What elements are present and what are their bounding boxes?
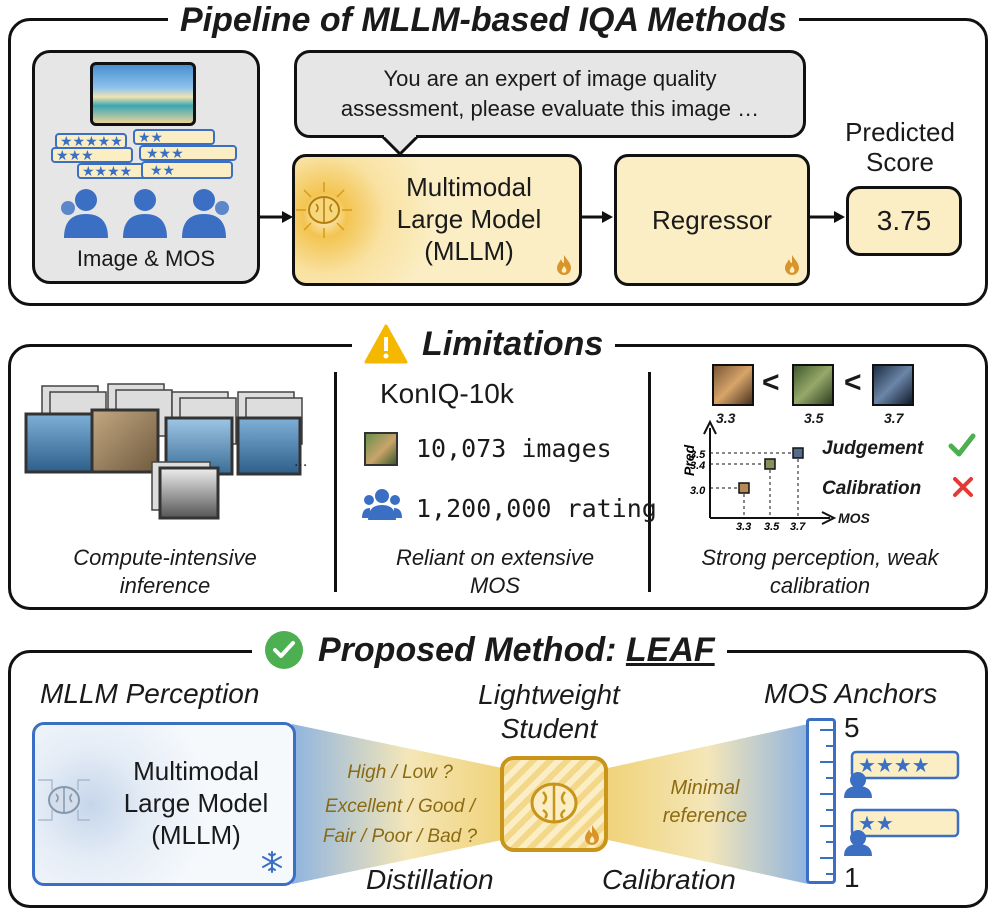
arrow-mllm-regressor: [582, 211, 613, 223]
xtick-1: 3.3: [736, 521, 751, 533]
anchor-rating-high: ★★★★: [844, 750, 960, 798]
users-icon: [362, 489, 402, 520]
images-count: 10,073 images: [416, 434, 612, 463]
regressor-box[interactable]: Regressor: [614, 154, 810, 286]
anchor-rating-low: ★★: [844, 808, 960, 856]
question-2: Excellent / Good /: [325, 796, 475, 817]
judgement-label: Judgement: [822, 438, 924, 459]
dataset-name: KonIQ-10k: [380, 378, 514, 409]
calibration-plot: Pred 3.5 3.4 3.0 3.3 3.5 3.7: [681, 419, 837, 533]
plot-point: [764, 458, 776, 470]
student-brain-icon: [530, 782, 578, 824]
svg-text:★★: ★★: [150, 163, 175, 179]
order-thumb-3: [872, 364, 914, 406]
input-label: Image & MOS: [76, 246, 216, 271]
col1-caption: Compute-intensive inference: [73, 545, 257, 598]
order-thumb-1: [712, 364, 754, 406]
bubble-tail: [380, 134, 420, 157]
student-label: Lightweight Student: [478, 679, 620, 744]
brain-circuit-icon: [38, 779, 90, 821]
score-value: 3.75: [876, 205, 932, 236]
arrow-input-mllm: [260, 211, 293, 223]
plot-point: [792, 447, 804, 459]
ytick-2: 3.4: [690, 460, 705, 472]
flame-icon: [557, 255, 571, 275]
prompt-bubble: You are an expert of image quality asses…: [294, 50, 806, 138]
col2-caption: Reliant on extensive MOS: [395, 545, 595, 598]
flame-icon-2: [785, 255, 799, 275]
prompt-text: You are an expert of image quality asses…: [340, 66, 760, 121]
anchor-bottom: 1: [844, 862, 860, 893]
order-thumb-2: [792, 364, 834, 406]
proposed-title: Proposed Method:: [318, 630, 626, 669]
check-circle-icon: [265, 631, 303, 669]
cross-icon: [953, 477, 973, 497]
leaf-name: LEAF: [625, 630, 715, 669]
xtick-3: 3.7: [790, 521, 806, 533]
ruler-ticks: [820, 729, 834, 875]
mllm-perception: MLLM Perception: [40, 678, 260, 709]
divider-2: [648, 372, 651, 592]
mllm-box[interactable]: [292, 154, 582, 286]
limitations-title: Limitations: [422, 324, 604, 363]
mllm-label: Multimodal Large Model (MLLM): [396, 172, 542, 266]
regressor-label: Regressor: [652, 205, 772, 235]
warning-icon: [364, 324, 408, 364]
arrow-regressor-score: [810, 211, 845, 223]
plot-point: [738, 482, 750, 494]
order-score-3: 3.7: [884, 410, 904, 426]
order-lt-2: <: [844, 366, 862, 399]
svg-text:★★★: ★★★: [56, 148, 94, 164]
minimal-reference: Minimal reference: [662, 777, 748, 827]
rating-cards-icon: ★★★★★ ★★ ★★★ ★★★ ★★★★ ★★: [51, 129, 237, 180]
beach-image: [90, 62, 196, 126]
question-3: Fair / Poor / Bad ?: [322, 826, 478, 847]
ytick-1: 3.5: [690, 449, 706, 461]
order-score-1: 3.3: [716, 410, 736, 426]
proposed-title-wrap: Proposed Method: LEAF: [252, 628, 727, 672]
check-icon: [948, 433, 976, 457]
anchor-top: 5: [844, 712, 860, 743]
svg-text:★★★★: ★★★★: [82, 164, 132, 180]
divider-1: [334, 372, 337, 592]
order-lt-1: <: [762, 366, 780, 399]
frozen-mllm-label: Multimodal Large Model (MLLM): [123, 756, 269, 850]
plot-xlabel: MOS: [838, 510, 870, 526]
svg-text:★★: ★★: [138, 130, 163, 146]
col3-caption: Strong perception, weak calibration: [701, 545, 939, 598]
brain-glow-icon: [296, 182, 352, 238]
snowflake-icon: [262, 851, 282, 873]
svg-text:★★★★★: ★★★★★: [60, 134, 123, 150]
ellipsis: ...: [294, 453, 307, 470]
score-box: 3.75: [846, 186, 962, 256]
predicted-label: Predicted Score: [845, 117, 955, 177]
limitations-title-wrap: Limitations: [352, 322, 616, 366]
student-flame-icon: [585, 825, 599, 845]
xtick-2: 3.5: [764, 521, 780, 533]
distillation-funnel: [292, 724, 502, 884]
rating-count: 1,200,000 rating: [416, 494, 657, 523]
pipeline-title: Pipeline of MLLM-based IQA Methods: [168, 0, 799, 40]
calibration-funnel: [608, 724, 808, 884]
svg-text:★★★: ★★★: [146, 146, 184, 162]
question-1: High / Low ?: [347, 762, 453, 783]
mos-anchors: MOS Anchors: [764, 678, 938, 709]
people-icon: [61, 189, 229, 238]
svg-text:★★: ★★: [858, 811, 894, 835]
distillation-label: Distillation: [366, 864, 494, 895]
dataset-thumb: [364, 432, 398, 466]
order-score-2: 3.5: [804, 410, 824, 426]
svg-text:★★★★: ★★★★: [858, 753, 930, 777]
plot-ylabel: Pred: [681, 444, 697, 476]
ytick-3: 3.0: [690, 485, 706, 497]
calibration-label: Calibration: [822, 478, 922, 499]
image-stack-icon: ...: [24, 383, 307, 520]
calibration-step-label: Calibration: [602, 864, 736, 895]
